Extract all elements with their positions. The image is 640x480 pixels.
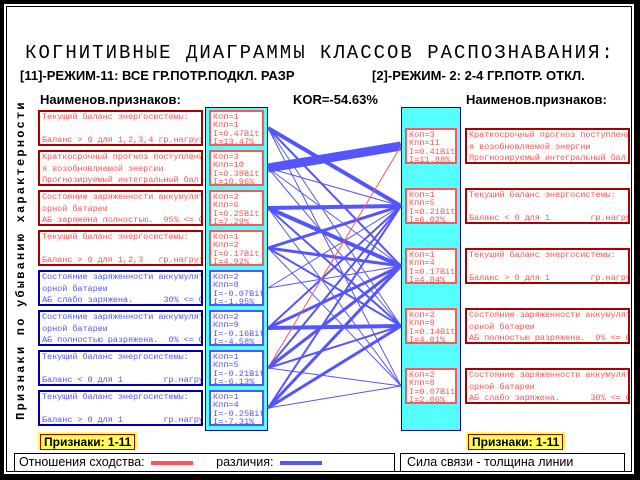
legend-strength: Сила связи - толщина линии (400, 453, 625, 472)
legend-similarity-swatch (150, 460, 193, 465)
difference-link (267, 205, 402, 289)
left-feature-box: Текущий баланс энергосистемы: Баланс > 0… (38, 110, 203, 146)
right-feature-stats: Коп=2 Кпп=9 I=0.14Bit I=4.01% (405, 308, 457, 344)
left-feature-stats: Коп=1 Кпп=1 I=0.47Bit I=13.47% (209, 110, 264, 146)
difference-link (267, 127, 402, 267)
kor-value: KOR=-54.63% (293, 92, 378, 107)
difference-link (267, 206, 402, 268)
difference-link (267, 367, 402, 387)
right-feature-stats: Коп=3 Кпп=11 I=0.41Bit I=11.88% (405, 128, 457, 164)
left-header: Наименов.признаков: (40, 92, 181, 107)
difference-link (267, 204, 402, 210)
left-feature-stats: Коп=1 Кпп=5 I=-0.21Bit I=-6.13% (209, 350, 264, 386)
difference-link (267, 324, 402, 330)
legend-relations: Отношения сходства: различия: (14, 453, 395, 472)
left-range-text: Признаки: 1-11 (40, 434, 136, 450)
right-feature-stats: Коп=1 Кпп=5 I=0.21Bit I=6.02% (405, 188, 457, 224)
difference-link (267, 205, 402, 369)
difference-link (267, 205, 402, 329)
difference-link (267, 264, 402, 330)
right-feature-box: Состояние заряженности аккумулят орной б… (465, 308, 630, 344)
difference-link (267, 141, 402, 173)
right-feature-box: Текущий баланс энергосистемы: Баланс > 0… (465, 248, 630, 284)
difference-link (266, 264, 403, 410)
difference-link (267, 325, 402, 369)
legend-similarity-label: Отношения сходства: (19, 455, 145, 469)
left-feature-box: Состояние заряженности аккумулят орной б… (38, 190, 203, 226)
difference-link (267, 167, 402, 267)
left-feature-stats: Коп=2 Кпп=6 I=0.25Bit I=7.29% (209, 190, 264, 226)
right-header: Наименов.признаков: (466, 92, 607, 107)
left-range-badge: Признаки: 1-11 (38, 432, 138, 450)
difference-link (267, 385, 402, 409)
right-feature-stats: Коп=2 Кпп=8 I=0.07Bit I=2.06% (405, 368, 457, 404)
legend-difference-swatch (279, 460, 322, 465)
left-feature-box: Текущий баланс энергосистемы: Баланс > 0… (38, 230, 203, 266)
difference-link (267, 205, 402, 409)
difference-link (267, 324, 402, 410)
right-mode: [2]-РЕЖИМ- 2: 2-4 ГР.ПОТР. ОТКЛ. (372, 68, 585, 83)
left-feature-stats: Коп=1 Кпп=2 I=0.17Bit I=4.92% (209, 230, 264, 266)
difference-link (267, 167, 402, 207)
page-title: КОГНИТИВНЫЕ ДИАГРАММЫ КЛАССОВ РАСПОЗНАВА… (25, 42, 615, 64)
left-mode: [11]-РЕЖИМ-11: ВСЕ ГР.ПОТР.ПОДКЛ. РАЗР (20, 68, 295, 83)
similarity-link (267, 145, 402, 369)
left-feature-stats: Коп=2 Кпп=9 I=-0.16Bit I=-4.58% (209, 310, 264, 346)
left-feature-box: Состояние заряженности аккумулят орной б… (38, 270, 203, 306)
right-feature-box: Текущий баланс энергосистемы: Баланс < 0… (465, 188, 630, 224)
right-range-badge: Признаки: 1-11 (466, 432, 566, 450)
left-feature-stats: Коп=3 Кпп=10 I=0.38Bit I=10.96% (209, 150, 264, 186)
right-feature-box: Краткосрочный прогноз поступлени я возоб… (465, 128, 630, 164)
difference-link (267, 264, 402, 370)
legend-difference-label: различия: (216, 455, 274, 469)
left-feature-box: Текущий баланс энергосистемы: Баланс > 0… (38, 390, 203, 426)
difference-link (267, 265, 402, 289)
right-feature-box: Состояние заряженности аккумулят орной б… (465, 368, 630, 404)
right-range-text: Признаки: 1-11 (468, 434, 564, 450)
difference-link (267, 204, 402, 250)
left-feature-box: Текущий баланс энергосистемы: Баланс < 0… (38, 350, 203, 386)
right-feature-stats: Коп=1 Кпп=4 I=0.17Bit I=4.84% (405, 248, 457, 284)
difference-link (266, 126, 403, 208)
left-feature-box: Состояние заряженности аккумулят орной б… (38, 310, 203, 346)
left-feature-stats: Коп=2 Кпп=8 I=-0.07Bit I=-1.95% (209, 270, 264, 306)
left-feature-stats: Коп=1 Кпп=4 I=-0.25Bit I=-7.31% (209, 390, 264, 426)
left-feature-box: Краткосрочный прогноз поступлени я возоб… (38, 150, 203, 186)
